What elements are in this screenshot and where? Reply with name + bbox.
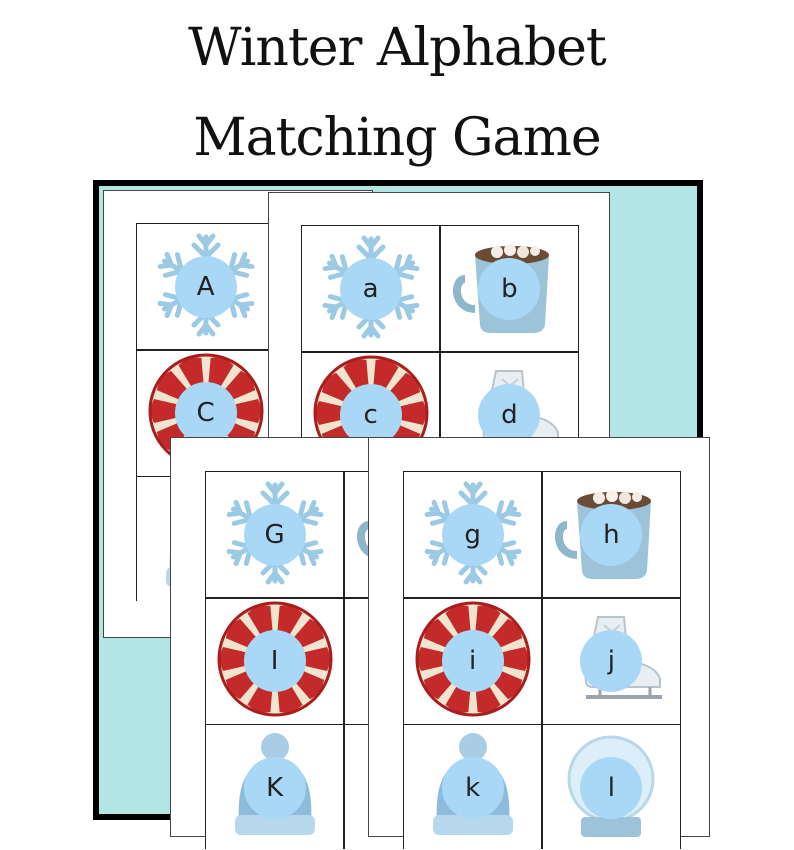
card: k [404, 725, 542, 850]
card: g [404, 472, 542, 597]
card: j [542, 598, 680, 724]
card: a [302, 226, 440, 351]
letter-circle: a [339, 257, 402, 320]
card: I [206, 598, 344, 724]
letter-circle: g [441, 503, 504, 566]
card: b [440, 226, 578, 351]
letter-circle: i [441, 630, 504, 692]
letter-circle: c [339, 384, 402, 446]
letter-circle: K [243, 756, 306, 819]
letter-circle: h [580, 503, 643, 566]
card: h [542, 472, 680, 597]
worksheet-uppercase-2: G I K [170, 437, 483, 850]
letter-circle: k [441, 756, 504, 819]
letter-circle: b [478, 257, 541, 320]
letter-circle: j [580, 630, 643, 692]
card: K [206, 725, 344, 850]
title-line-1: Winter Alphabet [188, 18, 607, 78]
card: A [137, 224, 275, 349]
worksheet-lowercase-2: g h i j k l [368, 437, 710, 850]
letter-circle: A [174, 255, 237, 318]
letter-circle: l [580, 756, 643, 819]
title-line-2: Matching Game [193, 108, 601, 168]
card: G [206, 472, 344, 597]
letter-circle: G [243, 503, 306, 566]
letter-circle: d [478, 384, 541, 446]
card: l [542, 725, 680, 850]
card: i [404, 598, 542, 724]
letter-circle: I [243, 630, 306, 692]
letter-circle: C [174, 382, 237, 444]
card-grid: g h i j k l [403, 471, 681, 850]
